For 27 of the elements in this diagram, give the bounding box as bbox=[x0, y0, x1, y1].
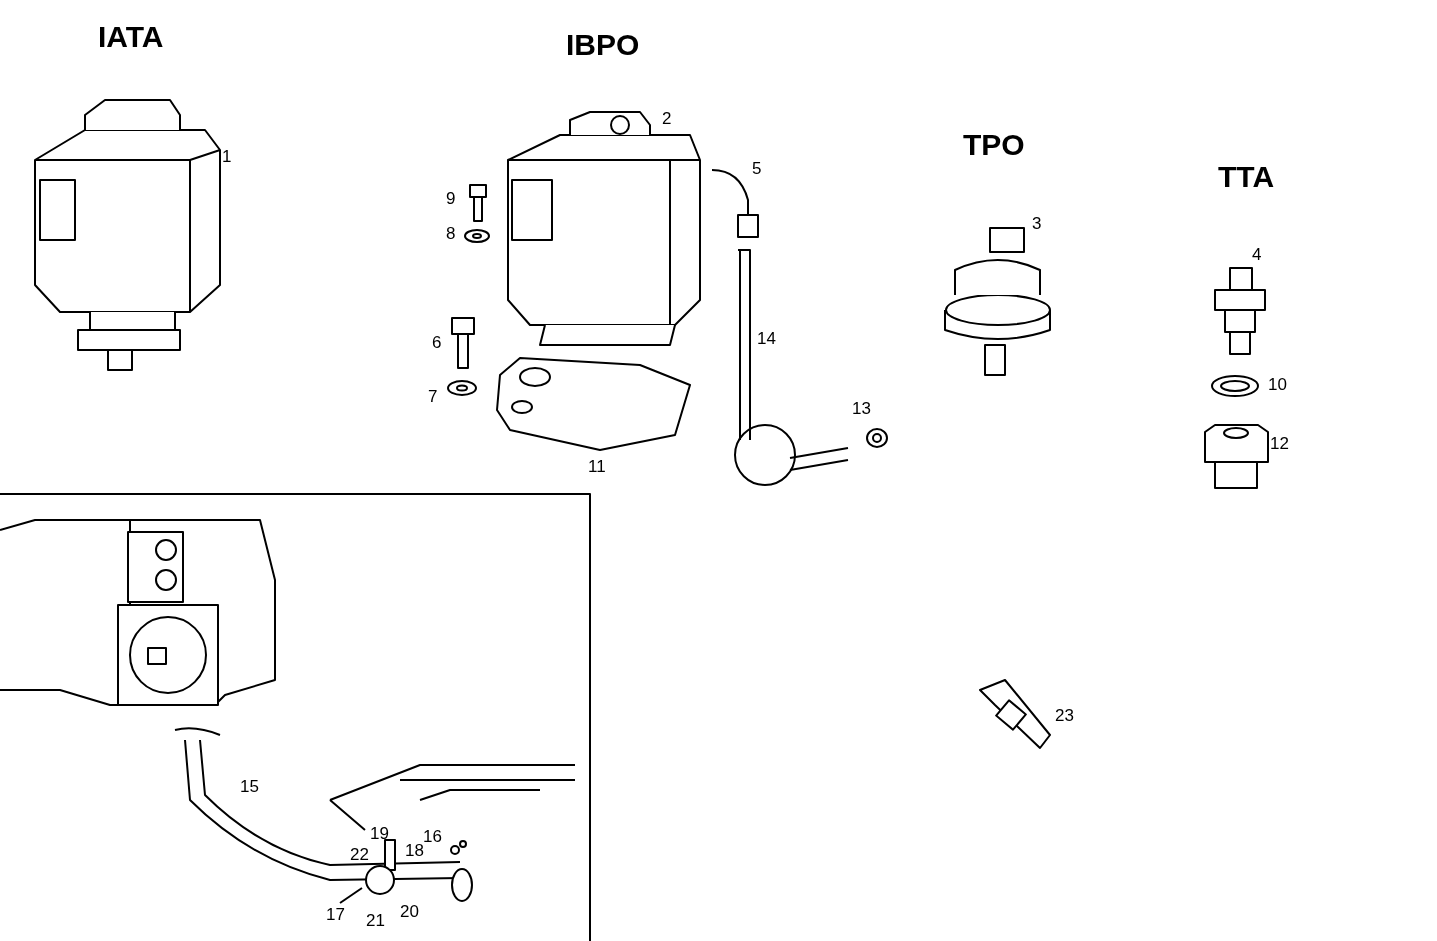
callout-number: 20 bbox=[400, 903, 419, 920]
callout-number: 8 bbox=[446, 225, 456, 242]
callout-number: 10 bbox=[1268, 376, 1287, 393]
callout-number: 1 bbox=[222, 148, 232, 165]
callout-number: 19 bbox=[370, 825, 389, 842]
callout-number: 17 bbox=[326, 906, 345, 923]
callout-number: 4 bbox=[1252, 246, 1262, 263]
callout-number: 11 bbox=[588, 458, 606, 475]
callout-number: 22 bbox=[350, 846, 369, 863]
callout-number: 13 bbox=[852, 400, 871, 417]
callout-number: 9 bbox=[446, 190, 456, 207]
section-heading: TTA bbox=[1218, 162, 1275, 192]
callout-number: 21 bbox=[366, 912, 385, 929]
callout-number: 18 bbox=[405, 842, 424, 859]
callout-number: 3 bbox=[1032, 215, 1042, 232]
callout-number: 5 bbox=[752, 160, 762, 177]
callout-number: 12 bbox=[1270, 435, 1289, 452]
section-heading: TPO bbox=[963, 130, 1025, 160]
callout-number: 7 bbox=[428, 388, 438, 405]
callout-number: 2 bbox=[662, 110, 672, 127]
section-heading: IATA bbox=[98, 22, 164, 52]
callout-number: 16 bbox=[423, 828, 442, 845]
callout-number: 6 bbox=[432, 334, 442, 351]
callout-number: 15 bbox=[240, 778, 259, 795]
section-heading: IBPO bbox=[566, 30, 640, 60]
callout-number: 14 bbox=[757, 330, 776, 347]
callout-number: 23 bbox=[1055, 707, 1074, 724]
